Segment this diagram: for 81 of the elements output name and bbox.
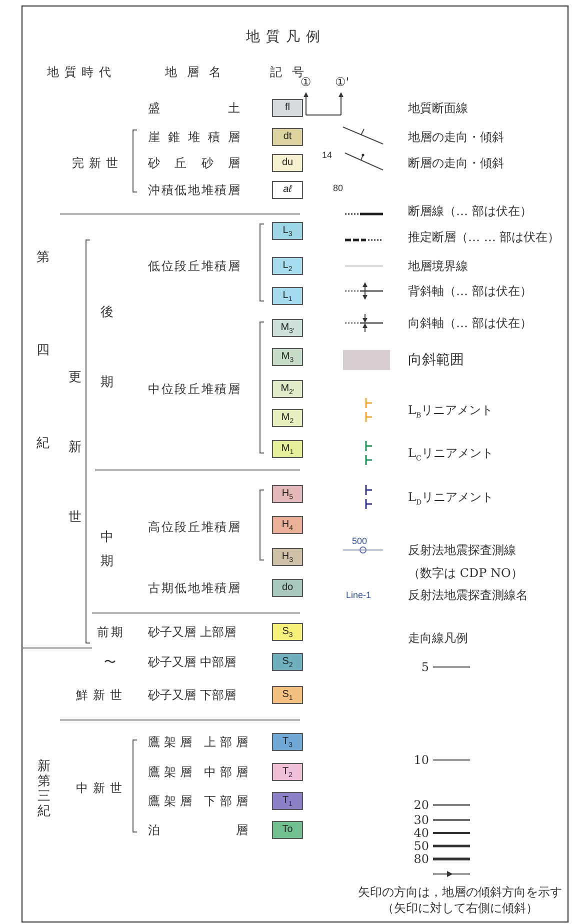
stratum-name: 中位段丘堆積層 [148, 381, 240, 397]
dip-value: 40 [412, 825, 429, 841]
age-name: 中期 [100, 529, 114, 571]
symbol-box: L$_{3}$ [272, 222, 303, 240]
note: （矢印に対して右側に傾斜） [381, 900, 539, 916]
symbol-box: do [272, 579, 303, 597]
stratum-name: 古期低地堆積層 [148, 580, 240, 596]
symbol-box: M$_{3}$ [272, 348, 303, 366]
legend-text: L$_{D}$リニアメント [408, 489, 494, 505]
symbol-box: S$_{1}$ [272, 686, 303, 704]
title: 地質凡例 [245, 28, 327, 46]
dip-value: 50 [412, 838, 429, 854]
legend-text: 断層線（… 部は伏在） [408, 203, 532, 219]
symbol-box: dt [272, 128, 303, 146]
epoch-name: 更新世 [68, 369, 82, 527]
legend-text: L$_{C}$リニアメント [408, 445, 494, 461]
symbol-box: aℓ [272, 181, 303, 199]
symbol-box: S$_{2}$ [272, 653, 303, 671]
stratum-name: 砂子又層 上部層 [148, 624, 237, 640]
symbol-box: M$_{2}$ [272, 409, 303, 427]
symbol-box: H$_{4}$ [272, 516, 303, 534]
stratum-name: 砂子又層 下部層 [148, 687, 237, 703]
legend-text: 地層の走向・傾斜 [408, 129, 504, 145]
stratum-name: 鷹架層 下部層 [148, 793, 248, 809]
symbol-box: du [272, 154, 303, 172]
symbol-box: T$_{3}$ [272, 733, 303, 751]
dip-value: 10 [412, 752, 429, 768]
section-heading: 走向線凡例 [408, 630, 468, 646]
legend-text: 反射法地震探査測線名 [408, 587, 528, 603]
legend-text: L$_{B}$リニアメント [408, 402, 494, 418]
dip-value: 80 [412, 851, 429, 867]
legend-text: 地質断面線 [408, 100, 468, 116]
symbol-box: H$_{3}$ [272, 548, 303, 566]
legend-text: 地層境界線 [408, 258, 468, 274]
legend-text: 背斜軸（… 部は伏在） [408, 283, 532, 299]
stratum-name: 高位段丘堆積層 [148, 519, 240, 535]
dip-value: 5 [420, 659, 429, 675]
note: 矢印の方向は，地層の傾斜方向を示す [357, 884, 563, 900]
symbol-box: S$_{3}$ [272, 623, 303, 641]
dip-value: 80 [333, 183, 344, 194]
age-name: 後期 [100, 304, 114, 392]
epoch-name: 完新世 [72, 155, 118, 171]
stratum-name: 盛土 [148, 100, 240, 116]
symbol-box: H$_{5}$ [272, 485, 303, 503]
symbol-box: L$_{2}$ [272, 257, 303, 275]
range-mark: 〜 [104, 654, 116, 670]
symbol-box: T$_{2}$ [272, 763, 303, 781]
epoch-name: 鮮新世 [76, 687, 122, 703]
stratum-name: 低位段丘堆積層 [148, 258, 240, 274]
legend-text: 向斜範囲 [408, 352, 464, 368]
symbol-box: fl [272, 99, 303, 117]
dip-value: 20 [412, 797, 429, 813]
period-name: 新第三紀 [37, 759, 51, 819]
stratum-name: 泊層 [148, 822, 248, 838]
epoch-name: 中新世 [76, 780, 122, 796]
symbol-box: T$_{1}$ [272, 792, 303, 810]
symbol-box: M$_{1}$ [272, 440, 303, 458]
symbol-box: To [272, 821, 303, 839]
stratum-name: 鷹架層 上部層 [148, 734, 248, 750]
legend-text: 推定断層（… … 部は伏在） [408, 229, 560, 245]
section-mark: ①' [334, 74, 350, 90]
age-name: 前期 [97, 624, 123, 640]
stratum-name: 沖積低地堆積層 [148, 182, 240, 198]
period-name: 第四紀 [36, 249, 50, 453]
legend-text: 向斜軸（… 部は伏在） [408, 315, 532, 331]
line-name: Line-1 [346, 590, 372, 601]
legend-text: 反射法地震探査測線 [408, 542, 516, 558]
dip-value: 14 [322, 150, 334, 161]
stratum-name: 鷹架層 中部層 [148, 764, 248, 780]
note: （数字は CDP NO） [408, 565, 523, 581]
stratum-name: 崖錐堆積層 [148, 129, 240, 145]
stratum-name: 砂子又層 中部層 [148, 654, 237, 670]
stratum-name: 砂丘砂層 [148, 155, 240, 171]
dip-value: 30 [412, 812, 429, 828]
column-header: 地質時代 [47, 64, 111, 80]
cdp-number: 500 [352, 536, 368, 547]
symbol-box: L$_{1}$ [272, 287, 303, 305]
column-header: 地層名 [165, 64, 221, 80]
symbol-box: M$_{3'}$ [272, 319, 303, 337]
legend-text: 断層の走向・傾斜 [408, 155, 504, 171]
symbol-box: M$_{2'}$ [272, 380, 303, 398]
